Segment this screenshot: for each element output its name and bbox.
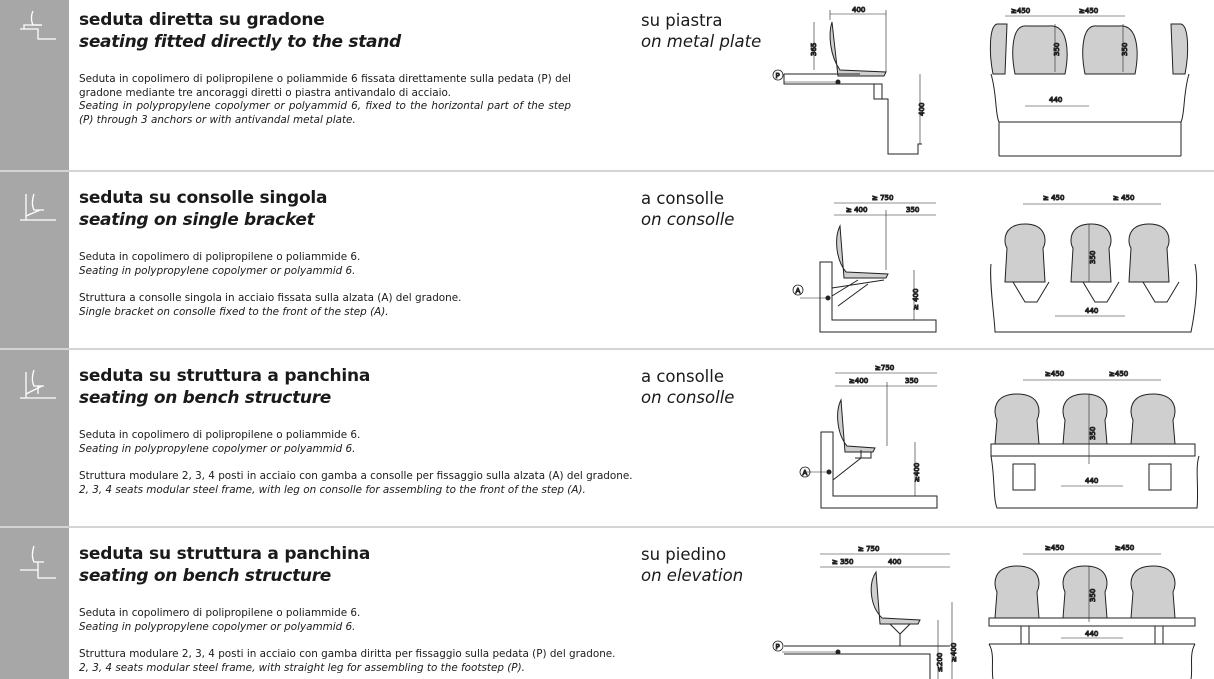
marker-riser-label: A (796, 287, 801, 295)
section-bench-elevation: seduta su struttura a panchina seating o… (0, 528, 1214, 679)
structure-description: Struttura modulare 2, 3, 4 posti in acci… (79, 470, 633, 497)
description-en: Seating in polypropylene copolymer or po… (79, 100, 571, 126)
dim-seat-depth: 350 (905, 377, 918, 385)
dim-seat-height: ≥400 (950, 643, 958, 662)
dim-seat-pitch: ≥ 450 (1043, 194, 1064, 202)
structure-it: Struttura modulare 2, 3, 4 posti in acci… (79, 648, 616, 660)
dim-seat-pitch: ≥450 (1115, 544, 1134, 552)
structure-it: Struttura a consolle singola in acciaio … (79, 292, 462, 304)
dim-leg-spacing: 440 (1085, 477, 1098, 485)
dim-overall-depth: ≥750 (875, 364, 894, 372)
side-view-drawing: ≥ 750 ≥ 400 350 A ≥ 400 (788, 192, 940, 337)
dim-seat-depth: 400 (852, 6, 865, 14)
section-description: Seduta in copolimero di polipropilene o … (79, 429, 571, 456)
dim-bracket-spacing: 440 (1085, 307, 1098, 315)
section-title-it: seduta diretta su gradone (79, 10, 325, 30)
section-description: Seduta in copolimero di polipropilene o … (79, 607, 571, 634)
marker-step-label: P (776, 72, 780, 80)
dim-seat-pitch: ≥450 (1011, 7, 1030, 15)
dim-leg-height: ≤200 (936, 653, 944, 672)
dim-seat-pitch: ≥ 450 (1113, 194, 1134, 202)
dim-back-height: 350 (1089, 427, 1097, 440)
bench-elevation-icon (16, 542, 58, 584)
dim-back-height: 350 (1121, 43, 1129, 56)
bench-consolle-icon (16, 364, 58, 406)
section-direct-stand: seduta diretta su gradone seating fitted… (0, 0, 1214, 170)
dim-overall-depth: ≥ 750 (872, 194, 893, 202)
direct-mount-icon (16, 5, 58, 47)
marker-step-label: P (776, 643, 780, 651)
front-view-drawing: ≥450 ≥450 350 440 (985, 368, 1200, 514)
mount-type-en: on consolle (641, 388, 735, 407)
dim-seat-pitch: ≥450 (1045, 370, 1064, 378)
dim-front-clearance: ≥ 350 (832, 558, 853, 566)
dim-overall-depth: ≥ 750 (858, 545, 879, 553)
sidebar-strip (0, 0, 69, 679)
structure-en: 2, 3, 4 seats modular steel frame, with … (79, 661, 525, 674)
dim-back-height: 350 (1089, 589, 1097, 602)
dim-back-height: 350 (1053, 43, 1061, 56)
side-view-drawing: 400 365 P 400 (770, 4, 930, 159)
mount-type-en: on elevation (641, 566, 744, 585)
section-title-en: seating on bench structure (79, 566, 332, 586)
structure-description: Struttura a consolle singola in acciaio … (79, 292, 571, 319)
dim-seat-pitch: ≥450 (1109, 370, 1128, 378)
side-view-drawing: ≥ 750 ≥ 350 400 P ≤200 ≥400 (770, 542, 960, 679)
section-description: Seduta in copolimero di polipropilene o … (79, 251, 571, 278)
structure-it: Struttura modulare 2, 3, 4 posti in acci… (79, 470, 633, 482)
dim-front-clearance: ≥400 (849, 377, 868, 385)
dim-anchor-spacing: 440 (1049, 96, 1062, 104)
mount-type-en: on metal plate (641, 32, 762, 51)
dim-step-height: 400 (918, 103, 926, 116)
dim-seat-height: ≥400 (913, 463, 921, 482)
mount-type-it: su piastra (641, 11, 723, 30)
description-en: Seating in polypropylene copolymer or po… (79, 442, 356, 455)
marker-riser-label: A (803, 469, 808, 477)
section-title-en: seating fitted directly to the stand (79, 32, 401, 52)
structure-en: Single bracket on consolle fixed to the … (79, 305, 389, 318)
bracket-mount-icon (16, 186, 58, 228)
section-separator (0, 348, 1214, 350)
dim-seat-pitch: ≥450 (1079, 7, 1098, 15)
mount-type-it: a consolle (641, 367, 724, 386)
section-title-en: seating on bench structure (79, 388, 332, 408)
structure-en: 2, 3, 4 seats modular steel frame, with … (79, 483, 586, 496)
description-it: Seduta in copolimero di polipropilene o … (79, 73, 571, 99)
dim-back-height: 350 (1089, 251, 1097, 264)
mount-type-it: su piedino (641, 545, 727, 564)
dim-seat-pitch: ≥450 (1045, 544, 1064, 552)
front-view-drawing: ≥ 450 ≥ 450 350 440 (985, 192, 1200, 337)
dim-seat-height: ≥ 400 (912, 289, 920, 310)
description-it: Seduta in copolimero di polipropilene o … (79, 429, 361, 441)
dim-front-clearance: ≥ 400 (846, 206, 867, 214)
front-view-drawing: ≥450 ≥450 350 350 440 (985, 4, 1200, 159)
section-description: Seduta in copolimero di polipropilene o … (79, 73, 571, 127)
side-view-drawing: ≥750 ≥400 350 A ≥400 (795, 362, 945, 514)
description-it: Seduta in copolimero di polipropilene o … (79, 251, 361, 263)
section-single-bracket: seduta su consolle singola seating on si… (0, 172, 1214, 348)
front-view-drawing: ≥450 ≥450 350 440 (985, 542, 1200, 679)
section-bench-consolle: seduta su struttura a panchina seating o… (0, 350, 1214, 526)
dim-seat-depth: 350 (906, 206, 919, 214)
description-en: Seating in polypropylene copolymer or po… (79, 620, 356, 633)
dim-back-height: 365 (810, 43, 818, 56)
section-title-it: seduta su struttura a panchina (79, 544, 371, 564)
mount-type-en: on consolle (641, 210, 735, 229)
structure-description: Struttura modulare 2, 3, 4 posti in acci… (79, 648, 616, 675)
description-it: Seduta in copolimero di polipropilene o … (79, 607, 361, 619)
mount-type-it: a consolle (641, 189, 724, 208)
section-title-it: seduta su struttura a panchina (79, 366, 371, 386)
description-en: Seating in polypropylene copolymer or po… (79, 264, 356, 277)
section-separator (0, 170, 1214, 172)
section-title-it: seduta su consolle singola (79, 188, 328, 208)
section-title-en: seating on single bracket (79, 210, 315, 230)
dim-leg-spacing: 440 (1085, 630, 1098, 638)
section-separator (0, 526, 1214, 528)
dim-seat-depth: 400 (888, 558, 901, 566)
